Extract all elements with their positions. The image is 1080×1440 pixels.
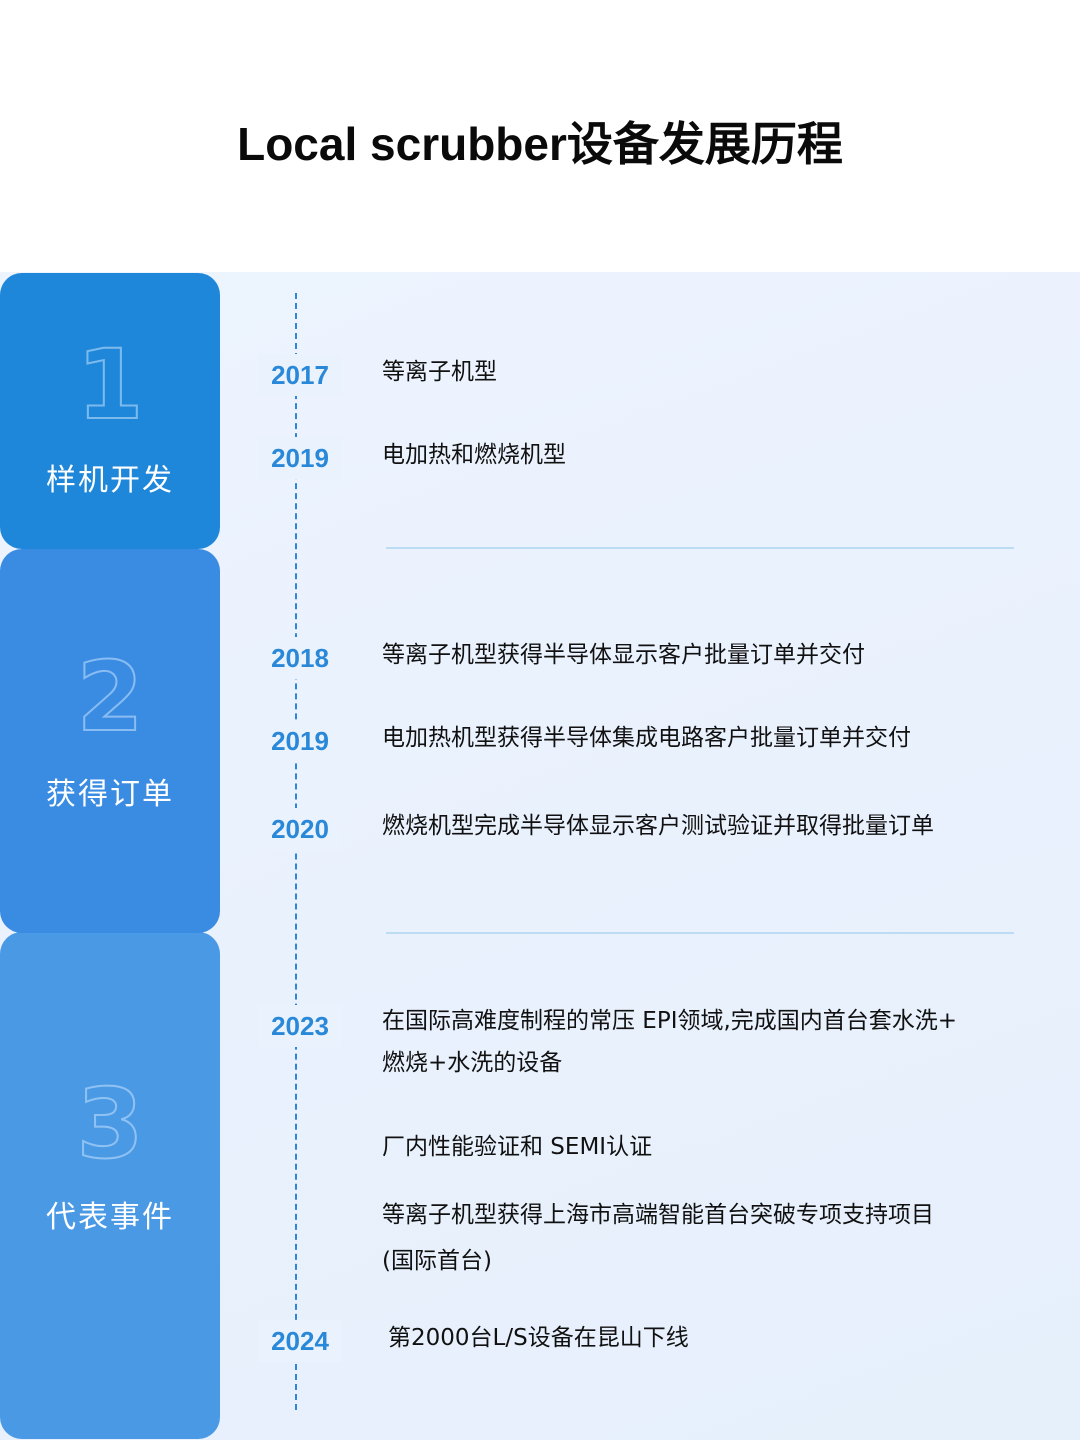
number-three-icon: 3 — [76, 1068, 145, 1180]
year-label: 2023 — [258, 1005, 342, 1047]
section-divider — [386, 932, 1014, 934]
event-text: 厂内性能验证和 SEMI认证 — [382, 1134, 653, 1160]
stage-label: 样机开发 — [46, 463, 174, 498]
year-label: 2017 — [258, 354, 342, 396]
section-divider — [386, 547, 1014, 549]
event-text: 在国际高难度制程的常压 EPI领域,完成国内首台套水洗+ 燃烧+水洗的设备 — [382, 1000, 1032, 1084]
event-text-line: 等离子机型获得上海市高端智能首台突破专项支持项目 — [382, 1202, 934, 1228]
year-label: 2018 — [258, 637, 342, 679]
event-text-line: 燃烧+水洗的设备 — [382, 1050, 563, 1076]
event-text-line: (国际首台) — [382, 1248, 492, 1274]
stage-card-events: 3 代表事件 — [0, 932, 220, 1439]
stage-card-prototype: 1 样机开发 — [0, 273, 220, 549]
page-title: Local scrubber设备发展历程 — [237, 118, 843, 170]
year-label: 2019 — [258, 720, 342, 762]
event-text: 电加热和燃烧机型 — [382, 442, 566, 468]
stage-card-orders: 2 获得订单 — [0, 549, 220, 933]
event-text: 电加热机型获得半导体集成电路客户批量订单并交付 — [382, 725, 911, 751]
event-text: 等离子机型获得半导体显示客户批量订单并交付 — [382, 642, 865, 668]
year-label: 2024 — [258, 1320, 342, 1362]
number-two-icon: 2 — [76, 641, 145, 753]
number-one-icon: 1 — [76, 329, 145, 441]
event-text: 燃烧机型完成半导体显示客户测试验证并取得批量订单 — [382, 813, 934, 839]
year-label: 2020 — [258, 808, 342, 850]
event-text-line: 在国际高难度制程的常压 EPI领域,完成国内首台套水洗+ — [382, 1008, 958, 1034]
stage-label: 代表事件 — [46, 1200, 174, 1235]
event-text: 等离子机型 — [382, 359, 497, 385]
year-label: 2019 — [258, 437, 342, 479]
event-text: 等离子机型获得上海市高端智能首台突破专项支持项目 (国际首台) — [382, 1192, 1032, 1284]
timeline-dashed-line — [295, 293, 297, 1410]
event-text: 第2000台L/S设备在昆山下线 — [388, 1325, 689, 1351]
stage-label: 获得订单 — [46, 777, 174, 812]
